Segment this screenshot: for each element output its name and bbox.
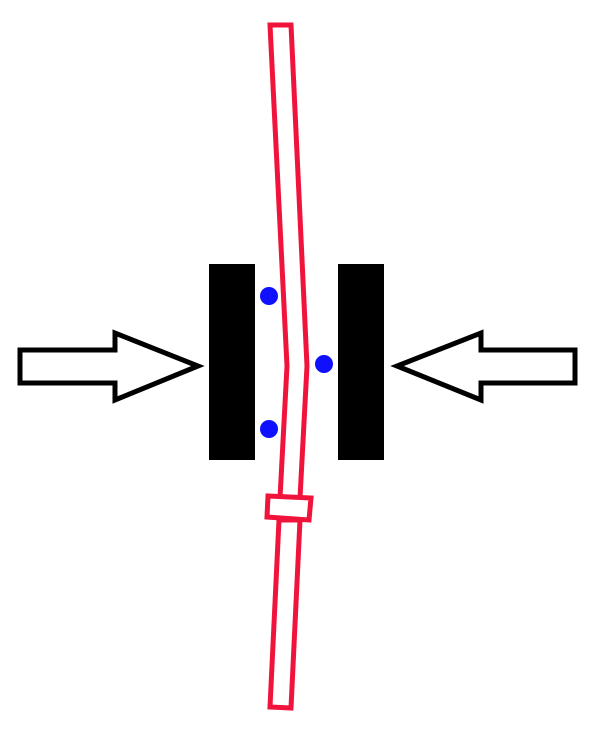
right-contact: [315, 355, 333, 373]
lower-left-contact: [260, 420, 278, 438]
arrow-left-icon: [390, 329, 578, 404]
left-jaw: [209, 264, 255, 460]
rod-lower-segment: [267, 517, 303, 711]
right-jaw: [338, 264, 384, 460]
arrow-right-icon: [17, 329, 205, 404]
rod-collar: [264, 493, 314, 523]
upper-left-contact: [260, 287, 278, 305]
